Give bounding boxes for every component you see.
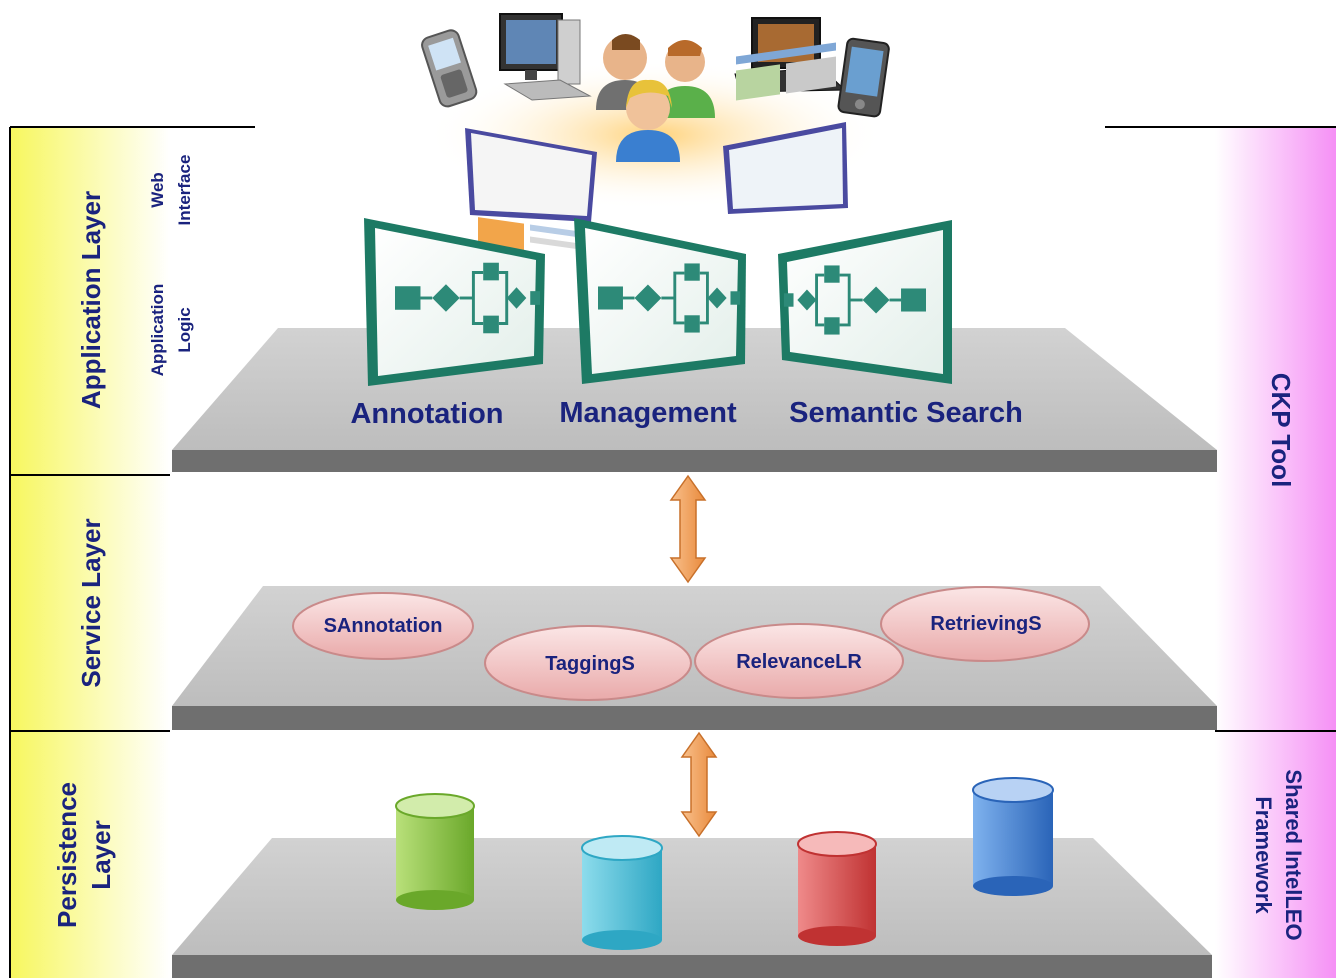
ckp-tool-label: CKP Tool: [1266, 373, 1296, 488]
bidirectional-arrow: [669, 474, 707, 584]
service-oval: [484, 625, 692, 701]
service-oval: [292, 592, 474, 660]
ckp-tool-band: [1215, 127, 1336, 730]
persistence-layer-label-line1: Persistence: [52, 782, 82, 928]
service-label-taggings: TaggingS: [545, 653, 635, 675]
service-label-sannotation: SAnnotation: [324, 615, 443, 637]
module-label-annotation: Annotation: [350, 398, 503, 430]
management-panel: [574, 218, 746, 384]
persistence-layer-band: [10, 732, 170, 978]
service-label-retrievings: RetrievingS: [930, 613, 1041, 635]
shared-framework-band: [1215, 732, 1336, 978]
persistence-layer-label-line2: Layer: [86, 820, 116, 889]
bidirectional-arrow: [680, 731, 718, 838]
application-logic-label-line2: Logic: [175, 307, 194, 352]
module-label-management: Management: [559, 397, 737, 429]
shared-framework-label-line1: Shared IntelLEO: [1281, 769, 1306, 940]
web-screen-icon: [465, 128, 597, 260]
web-screen-icon: [723, 42, 848, 214]
database-icon: [581, 835, 663, 950]
application-logic-label-line1: Application: [148, 284, 167, 377]
annotation-panel: [364, 218, 545, 386]
service-oval: [694, 623, 904, 699]
service-label-relevancelr: RelevanceLR: [736, 651, 862, 673]
users-group-icon: [596, 34, 715, 162]
service-layer-band: [10, 476, 170, 730]
web-interface-label-line2: Interface: [175, 155, 194, 226]
web-interface-label-line1: Web: [148, 172, 167, 208]
database-icon: [395, 793, 475, 910]
module-label-semantic-search: Semantic Search: [789, 397, 1023, 429]
service-layer-label: Service Layer: [76, 518, 106, 687]
desktop-computer-icon: [499, 13, 592, 101]
service-oval: [880, 586, 1090, 662]
mobile-phone-icon: [421, 29, 478, 108]
semantic-search-panel: [778, 220, 952, 384]
pda-icon: [837, 37, 890, 118]
database-icon: [797, 831, 877, 946]
application-layer-label: Application Layer: [76, 191, 106, 409]
left-layer-bands: [9, 126, 255, 978]
shared-framework-label-line2: Framework: [1251, 796, 1276, 914]
persistence-platform: [172, 838, 1212, 978]
right-bands: [1105, 126, 1336, 978]
database-icon: [972, 777, 1054, 896]
application-layer-band: [10, 127, 170, 474]
